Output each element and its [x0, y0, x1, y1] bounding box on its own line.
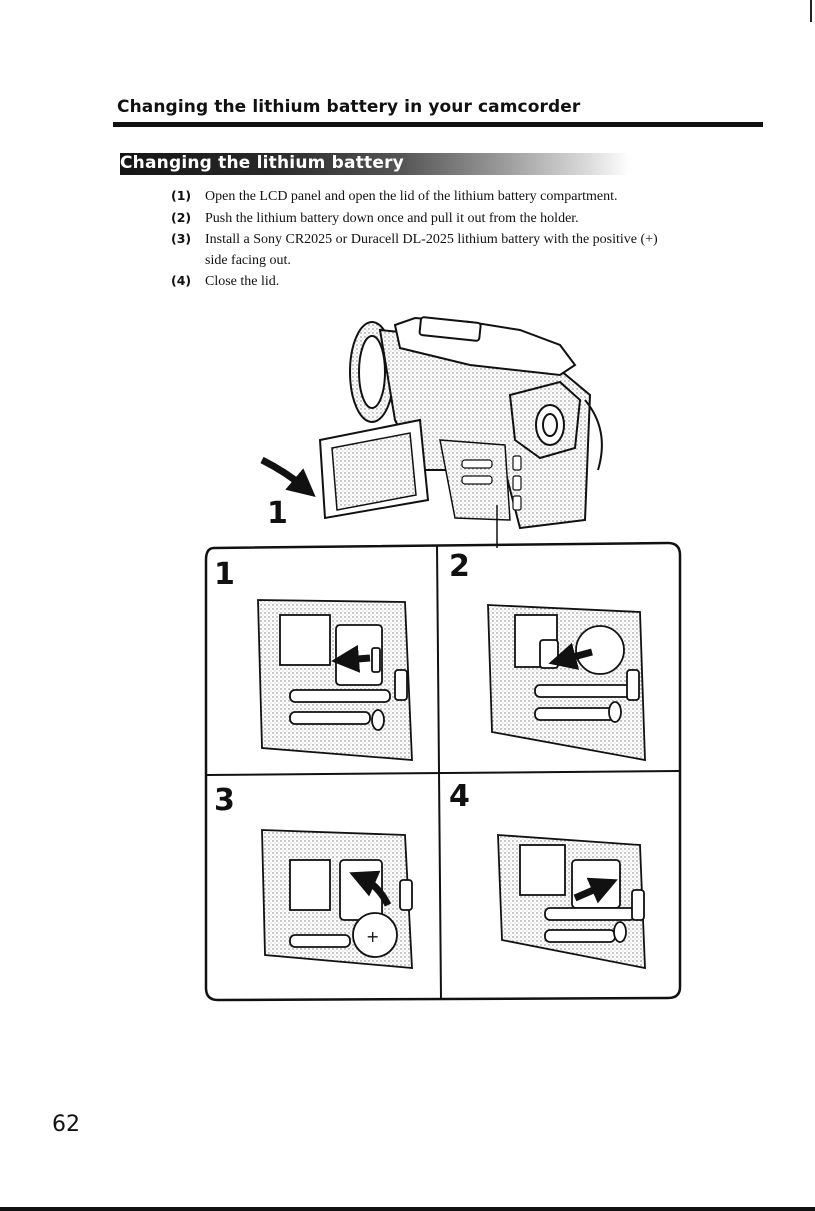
panel-3-drawing: +: [262, 830, 412, 968]
open-lid-arrow-icon: [262, 460, 305, 488]
panel-1-drawing: [258, 600, 412, 760]
panel-2-drawing: [488, 605, 645, 760]
camcorder-drawing: [320, 317, 602, 528]
page-bottom-edge: [0, 1207, 815, 1211]
panel-label-1: 1: [214, 560, 235, 590]
panel-label-2: 2: [449, 552, 470, 582]
page-number: 62: [52, 1112, 80, 1137]
svg-text:+: +: [366, 927, 379, 946]
panel-label-3: 3: [214, 786, 235, 816]
panel-label-4: 4: [449, 782, 470, 812]
panel-4-drawing: [498, 835, 645, 968]
push-battery-arrow-icon: [345, 658, 370, 660]
figure-callout-label: 1: [267, 496, 288, 531]
